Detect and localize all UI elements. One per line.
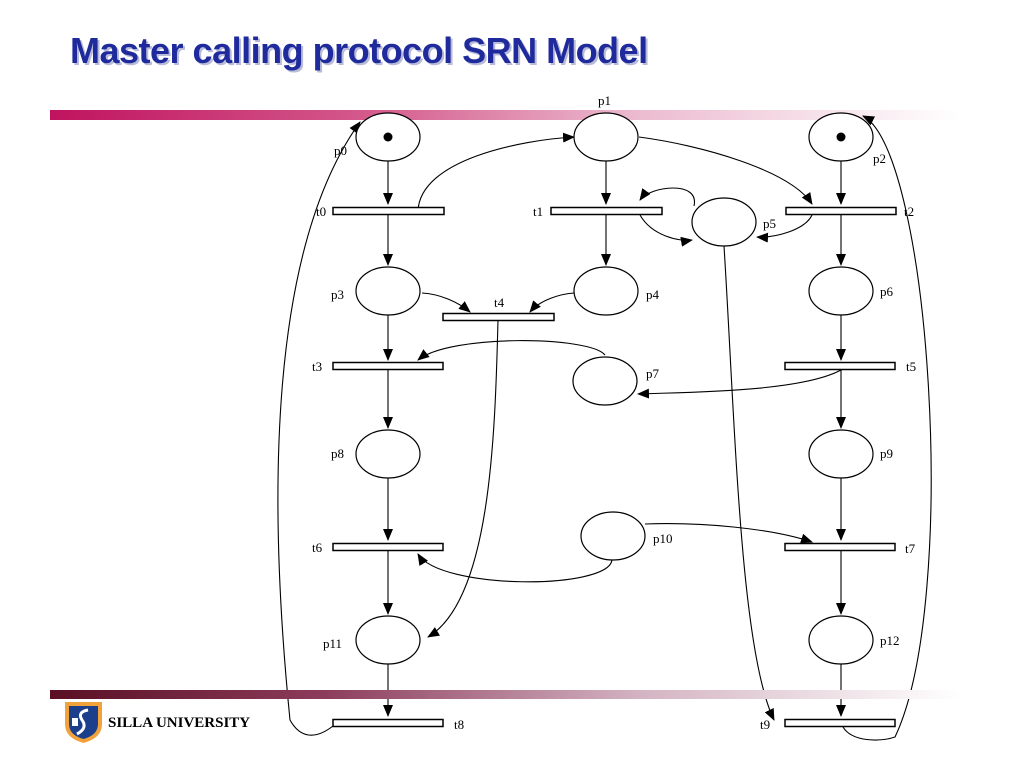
transition-label-t9: t9 — [760, 717, 770, 732]
place-label-p4: p4 — [646, 287, 660, 302]
place-label-p10: p10 — [653, 531, 673, 546]
place-label-p9: p9 — [880, 446, 893, 461]
arc-p1-to-t2 — [638, 136, 813, 205]
transition-label-t7: t7 — [905, 541, 916, 556]
transition-t0 — [332, 206, 445, 216]
place-label-p6: p6 — [880, 284, 894, 299]
place-p4 — [573, 266, 639, 316]
slide-title: Master calling protocol SRN Model — [70, 30, 648, 71]
arc-t0-to-p1 — [417, 132, 575, 212]
transition-label-t1: t1 — [533, 204, 543, 219]
place-label-p1: p1 — [598, 93, 611, 108]
top-divider-band — [50, 110, 960, 120]
place-label-p2: p2 — [873, 151, 886, 166]
place-label-p0: p0 — [334, 143, 347, 158]
arc-p10-to-t7 — [644, 523, 813, 544]
transition-label-t4: t4 — [494, 295, 505, 310]
arc-t9-to-p2 — [842, 115, 932, 741]
transition-t7 — [784, 542, 896, 552]
bottom-divider-band — [50, 690, 960, 699]
place-p10 — [580, 511, 646, 561]
place-label-p5: p5 — [763, 216, 776, 231]
place-p11 — [355, 615, 421, 665]
transition-t9 — [784, 718, 896, 728]
transition-t2 — [785, 206, 897, 216]
token-p2 — [836, 132, 846, 142]
token-p0 — [383, 132, 393, 142]
arc-t1-to-p5 — [639, 214, 693, 247]
transition-label-t3: t3 — [312, 359, 322, 374]
arc-p10-to-t6 — [417, 553, 613, 583]
transition-t8 — [332, 718, 444, 728]
place-p12 — [808, 615, 874, 665]
university-shield-logo-icon — [65, 702, 102, 743]
place-p3 — [355, 266, 421, 316]
place-label-p3: p3 — [331, 287, 344, 302]
arc-t5-to-p7 — [637, 369, 842, 399]
transition-t4 — [442, 312, 555, 322]
place-label-p12: p12 — [880, 633, 900, 648]
arc-t2-to-p5 — [756, 214, 813, 243]
arc-p7-to-t3 — [417, 340, 606, 361]
place-p1 — [573, 112, 639, 162]
transition-label-t8: t8 — [454, 717, 464, 732]
nodes-layer — [332, 112, 897, 728]
transition-label-t0: t0 — [316, 204, 326, 219]
transition-label-t2: t2 — [904, 204, 914, 219]
place-p8 — [355, 429, 421, 479]
place-p5 — [691, 197, 757, 247]
university-name: SILLA UNIVERSITY — [108, 715, 251, 731]
arc-t8-to-p0 — [277, 121, 361, 736]
place-p7 — [572, 356, 638, 406]
arc-p4-to-t4 — [529, 292, 575, 313]
place-label-p8: p8 — [331, 446, 344, 461]
arc-p3-to-t4 — [421, 292, 471, 313]
place-p9 — [808, 429, 874, 479]
place-label-p7: p7 — [646, 366, 660, 381]
place-p6 — [808, 266, 874, 316]
arcs-layer — [277, 115, 932, 741]
place-label-p11: p11 — [323, 636, 342, 651]
arc-p11-to-t8 — [723, 245, 775, 721]
arc-p5-to-t1 — [639, 187, 695, 207]
transition-t5 — [784, 361, 896, 371]
labels-layer: p0 p1 p2 p3 p4 p5 p6 p7 p8 p9 p10 p11 p12 t0 t1 t2 t3 t4 t… — [312, 93, 916, 732]
arc-t4-to-p11 — [427, 319, 499, 638]
transition-t3 — [332, 361, 444, 371]
transition-t1 — [550, 206, 663, 216]
transition-t6 — [332, 542, 444, 552]
transition-label-t6: t6 — [312, 540, 323, 555]
transition-label-t5: t5 — [906, 359, 916, 374]
